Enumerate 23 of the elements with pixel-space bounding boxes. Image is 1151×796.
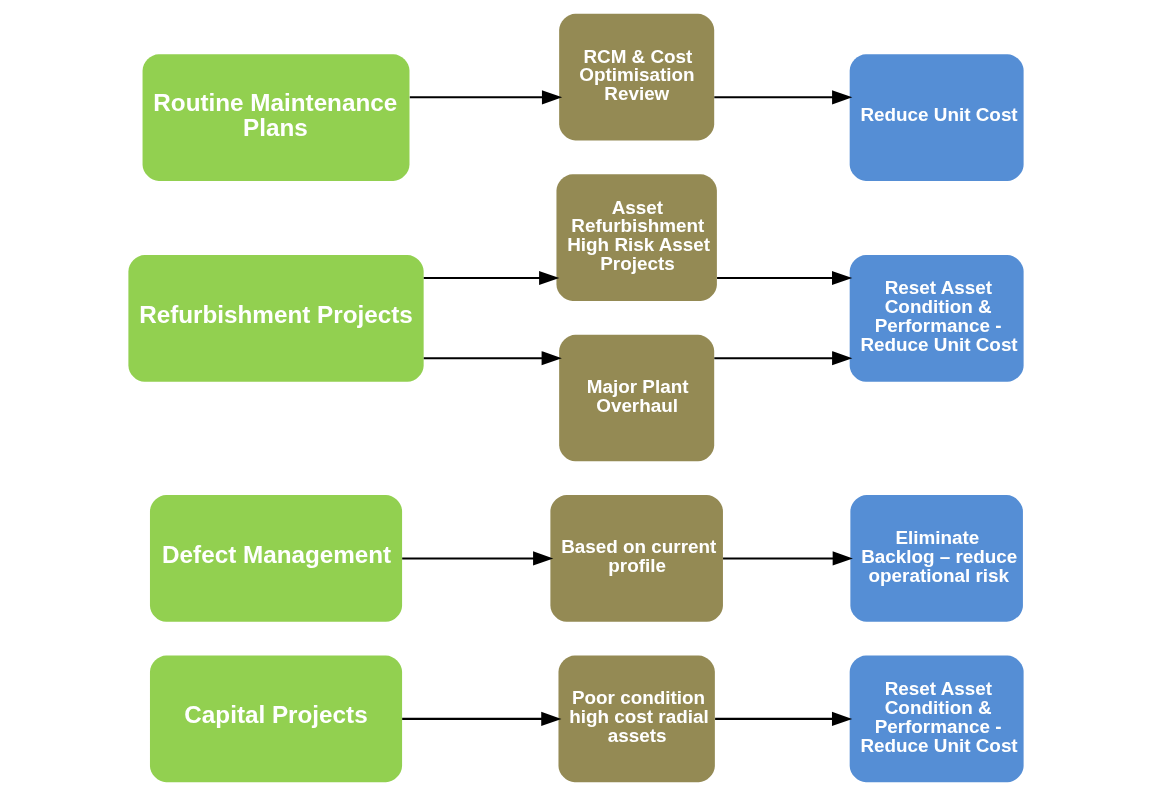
- node-box: Based on current profile: [549, 495, 723, 622]
- arrow: [401, 711, 561, 726]
- node-box: Refurbishment Projects: [127, 255, 424, 382]
- node-box: Poor condition high cost radial assets: [557, 655, 715, 783]
- arrow: [423, 351, 562, 366]
- node-box: RCM & Cost Optimisation Review: [558, 13, 714, 141]
- arrow: [713, 351, 852, 366]
- node-box: Routine Maintenance Plans: [142, 54, 409, 181]
- arrow: [714, 711, 852, 726]
- arrow: [409, 90, 562, 105]
- node-box: Defect Management: [149, 495, 402, 622]
- arrow: [716, 270, 852, 286]
- node-box: Capital Projects: [149, 655, 402, 783]
- arrow: [401, 551, 553, 566]
- node-box: Asset Refurbishment High Risk Asset Projects: [555, 174, 717, 301]
- arrow: [713, 90, 852, 105]
- node-box: Reduce Unit Cost: [849, 54, 1024, 181]
- arrow: [423, 270, 559, 286]
- node-box: Eliminate Backlog – reduce operational risk: [849, 495, 1023, 622]
- arrow: [722, 551, 853, 566]
- node-box: Reset Asset Condition & Performance - Reduce Unit Cost: [849, 255, 1024, 382]
- node-box: Reset Asset Condition & Performance - Reduce Unit Cost: [849, 655, 1024, 783]
- node-box: Major Plant Overhaul: [558, 334, 714, 462]
